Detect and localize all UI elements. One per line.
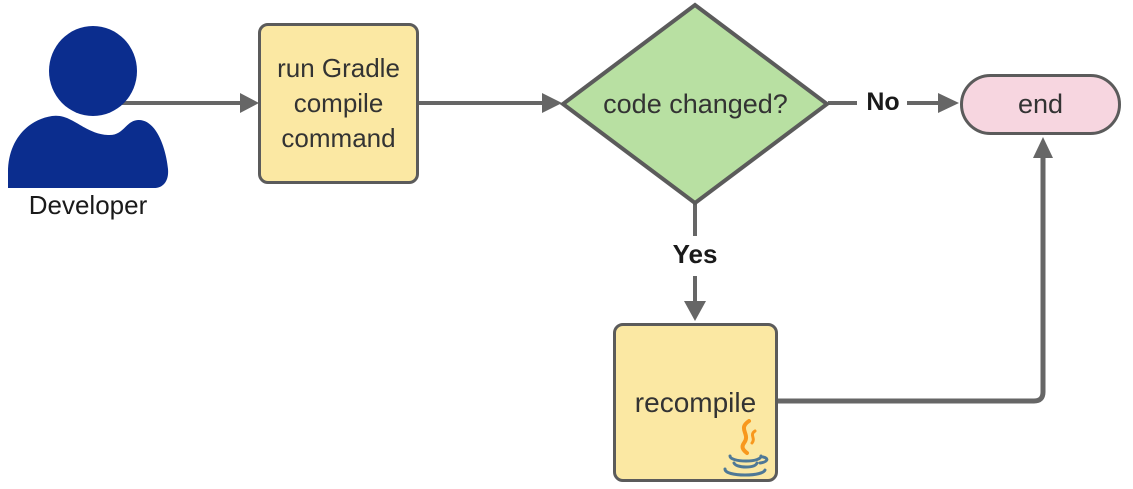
edge-developer-to-run-gradle — [122, 93, 259, 113]
java-steam — [740, 419, 751, 455]
node-recompile-label: recompile — [634, 386, 757, 418]
node-code-changed-label: code changed? — [603, 89, 788, 119]
developer-label: Developer — [28, 190, 148, 220]
label-line: run Gradle — [277, 53, 400, 83]
person-head — [49, 26, 137, 116]
edge-code-changed-to-recompile — [684, 204, 706, 321]
arrowhead-icon — [240, 93, 259, 113]
node-run-gradle-label: run Gradle compile command — [277, 51, 400, 156]
java-cup-handle — [758, 455, 769, 465]
label-line: compile — [293, 88, 384, 118]
arrowhead-icon — [938, 93, 959, 113]
edge-run-gradle-to-code-changed — [419, 93, 562, 113]
java-icon — [723, 419, 769, 477]
edge-line — [778, 158, 1046, 404]
person-icon — [8, 26, 169, 188]
decision-diamond — [559, 2, 831, 206]
node-recompile: recompile — [613, 323, 778, 482]
person-body — [8, 115, 169, 188]
edge-code-changed-to-end — [828, 93, 959, 113]
node-end: end — [960, 74, 1121, 135]
arrowhead-icon — [542, 93, 562, 113]
edge-label-no: No — [866, 88, 900, 116]
node-end-label: end — [1017, 89, 1064, 119]
java-steam-small — [750, 429, 757, 445]
arrowhead-icon — [1033, 137, 1053, 158]
node-run-gradle-command: run Gradle compile command — [258, 23, 419, 184]
java-cup-body — [732, 461, 759, 469]
label-line: command — [281, 123, 396, 153]
java-saucer — [723, 467, 767, 477]
java-cup-rim — [728, 454, 763, 463]
arrowhead-icon — [684, 301, 706, 321]
edge-label-yes: Yes — [672, 239, 718, 269]
edge-recompile-to-end — [778, 137, 1053, 404]
